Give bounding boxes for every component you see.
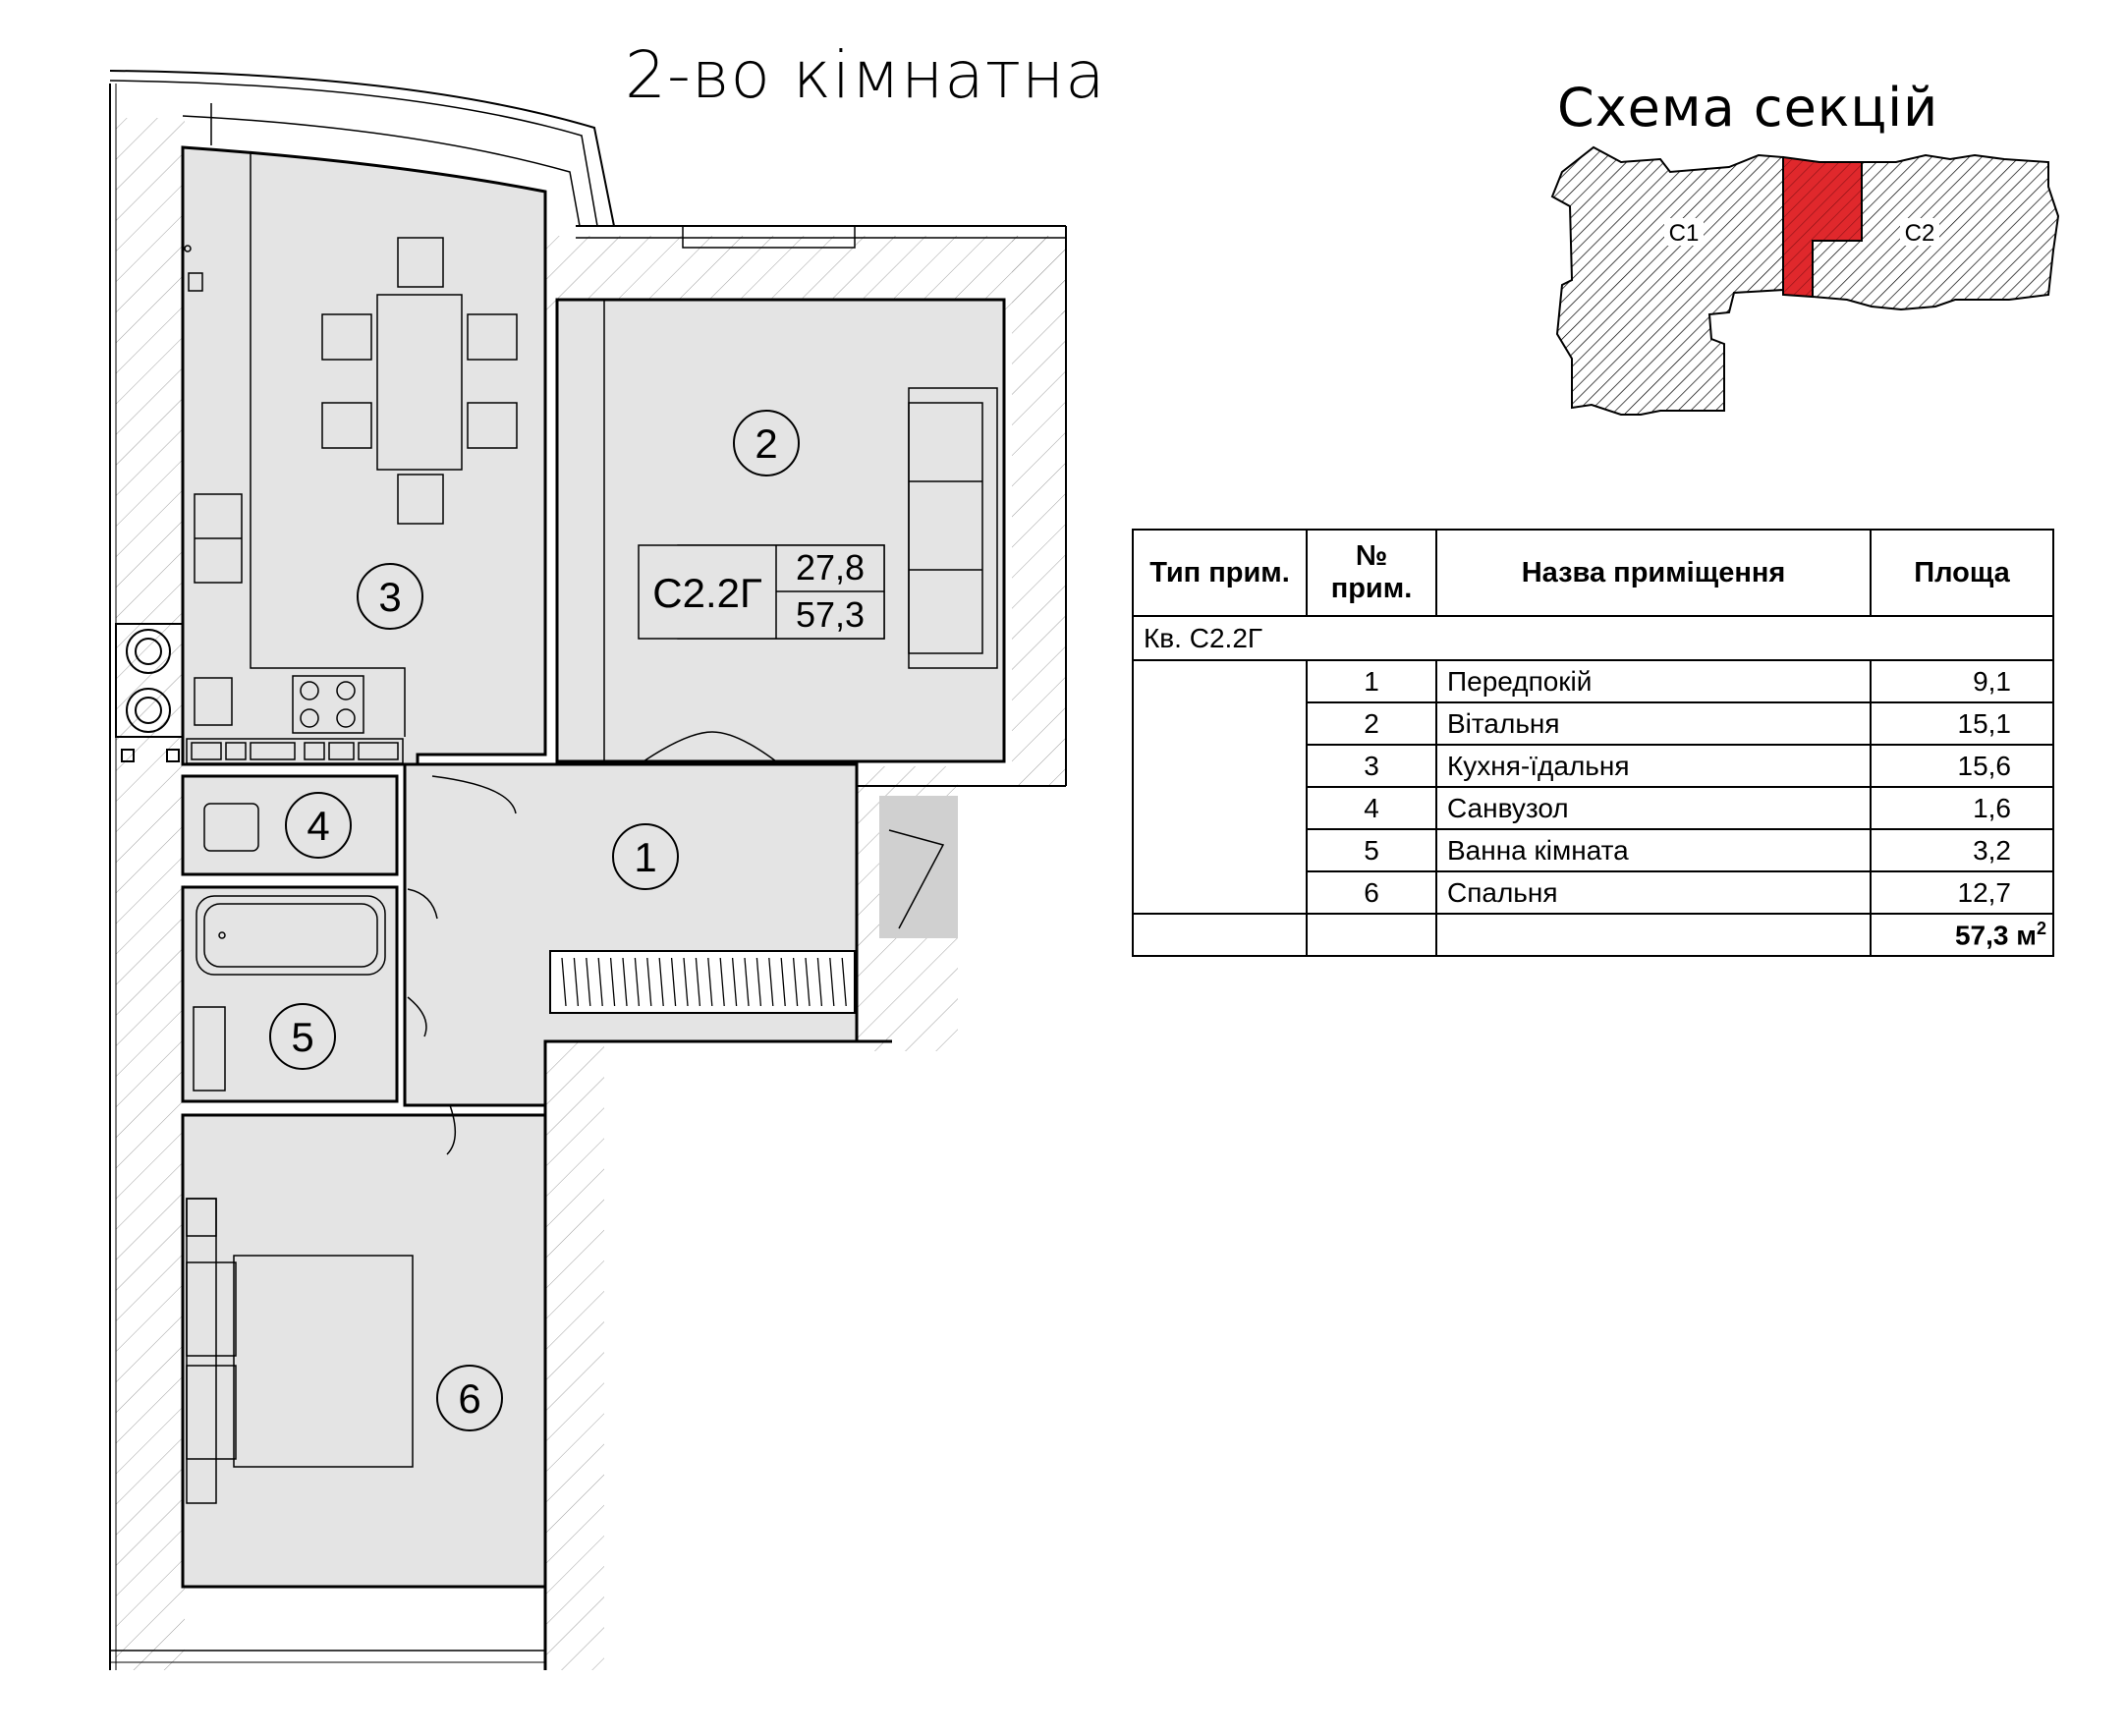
section-c1-label: С1 bbox=[1669, 220, 1700, 247]
room-wc bbox=[181, 774, 399, 876]
fixtures bbox=[186, 803, 414, 1504]
table-row: 6 Спальня 12,7 bbox=[1133, 870, 2054, 915]
table-row: 5 Ванна кімната 3,2 bbox=[1133, 828, 2054, 872]
apartment-label: С2.2Г 27,8 57,3 bbox=[638, 544, 885, 640]
room-bedroom bbox=[181, 1113, 547, 1589]
wardrobe-hanger bbox=[646, 957, 652, 1007]
header-area: Площа bbox=[1870, 529, 2054, 617]
wardrobe-hanger bbox=[670, 957, 677, 1007]
room-bathroom bbox=[181, 885, 399, 1103]
wardrobe-hanger bbox=[841, 957, 847, 1007]
wardrobe-hanger bbox=[805, 957, 811, 1007]
room-number-5: 5 bbox=[291, 1014, 313, 1060]
header-type: Тип прим. bbox=[1132, 529, 1308, 617]
page-title: 2-во кімнатна bbox=[625, 37, 1106, 113]
row-number: 4 bbox=[1306, 786, 1437, 830]
total-area: 57,3 м2 bbox=[1870, 913, 2054, 957]
kitchen-furniture bbox=[184, 152, 518, 764]
total-area-value: 57,3 bbox=[796, 594, 865, 635]
row-number: 5 bbox=[1306, 828, 1437, 872]
header-name: Назва приміщення bbox=[1435, 529, 1872, 617]
wardrobe-hanger bbox=[792, 957, 799, 1007]
wardrobe-hanger bbox=[561, 957, 567, 1007]
hallway-wardrobe bbox=[549, 950, 856, 1014]
section-scheme: С1 С2 bbox=[1550, 145, 2060, 416]
total-area-value-text: 57,3 м bbox=[1954, 920, 2037, 951]
room-kitchen bbox=[181, 145, 547, 766]
ventilation-shafts bbox=[115, 623, 184, 762]
row-area: 15,1 bbox=[1870, 701, 2054, 746]
wardrobe-hanger bbox=[609, 957, 616, 1007]
row-area: 12,7 bbox=[1870, 870, 2054, 915]
row-area: 3,2 bbox=[1870, 828, 2054, 872]
room-number-4: 4 bbox=[307, 803, 329, 849]
room-number-2: 2 bbox=[755, 420, 777, 467]
wardrobe-hanger bbox=[707, 957, 713, 1007]
table-apartment-row: Кв. С2.2Г bbox=[1132, 615, 2054, 661]
living-area-value: 27,8 bbox=[796, 547, 865, 588]
wardrobe-hanger bbox=[755, 957, 762, 1007]
table-row: 4 Санвузол 1,6 bbox=[1133, 786, 2054, 830]
row-name: Санвузол bbox=[1435, 786, 1872, 830]
outer-walls bbox=[109, 84, 1067, 1670]
room-hallway bbox=[403, 762, 859, 1107]
wardrobe-hanger bbox=[719, 957, 725, 1007]
wardrobe-hanger bbox=[658, 957, 664, 1007]
room-number-3: 3 bbox=[378, 574, 401, 620]
row-number: 2 bbox=[1306, 701, 1437, 746]
apartment-code: С2.2Г bbox=[652, 570, 761, 616]
room-number-6: 6 bbox=[458, 1375, 480, 1422]
wardrobe-hanger bbox=[829, 957, 835, 1007]
row-area: 1,6 bbox=[1870, 786, 2054, 830]
doors bbox=[407, 731, 958, 1155]
rooms-table: Тип прим. № прим. Назва приміщення Площа… bbox=[1132, 529, 2054, 957]
total-empty-3 bbox=[1435, 913, 1872, 957]
row-name: Передпокій bbox=[1435, 659, 1872, 703]
wardrobe-hanger bbox=[586, 957, 591, 1007]
table-row: 2 Вітальня 15,1 bbox=[1133, 701, 2054, 746]
row-number: 6 bbox=[1306, 870, 1437, 915]
wardrobe-hanger bbox=[816, 957, 823, 1007]
wardrobe-hanger bbox=[622, 957, 628, 1007]
row-number: 1 bbox=[1306, 659, 1437, 703]
section-scheme-title: Схема секцій bbox=[1557, 77, 1939, 139]
wardrobe-hanger bbox=[768, 957, 774, 1007]
row-name: Ванна кімната bbox=[1435, 828, 1872, 872]
total-empty-1 bbox=[1132, 913, 1308, 957]
table-total-row: 57,3 м2 bbox=[1132, 913, 2054, 957]
room-labels: 1 2 3 4 5 6 bbox=[269, 410, 800, 1431]
section-c2-label: С2 bbox=[1905, 220, 1935, 247]
room-number-1: 1 bbox=[634, 834, 656, 880]
wardrobe-hanger bbox=[731, 957, 738, 1007]
wardrobe-hanger bbox=[780, 957, 786, 1007]
row-area: 9,1 bbox=[1870, 659, 2054, 703]
room-living bbox=[555, 298, 1006, 763]
type-cell bbox=[1132, 659, 1308, 915]
apartment-cell: Кв. С2.2Г bbox=[1132, 615, 2054, 661]
row-area: 15,6 bbox=[1870, 744, 2054, 788]
section-c1-shape bbox=[1550, 145, 1784, 416]
table-row: 1 Передпокій 9,1 bbox=[1132, 659, 2054, 915]
total-area-unit-exponent: 2 bbox=[2036, 918, 2046, 938]
row-name: Вітальня bbox=[1435, 701, 1872, 746]
rooms bbox=[181, 145, 1006, 1589]
wardrobe-hanger bbox=[597, 957, 603, 1007]
wardrobe-hanger bbox=[744, 957, 750, 1007]
wardrobe-hanger bbox=[573, 957, 580, 1007]
table-header-row: Тип прим. № прим. Назва приміщення Площа bbox=[1132, 529, 2054, 617]
row-name: Спальня bbox=[1435, 870, 1872, 915]
wardrobe-hanger bbox=[695, 957, 701, 1007]
total-empty-2 bbox=[1306, 913, 1437, 957]
wardrobe-hanger bbox=[683, 957, 689, 1007]
table-row: 3 Кухня-їдальня 15,6 bbox=[1133, 744, 2054, 788]
wardrobe-hanger bbox=[634, 957, 641, 1007]
header-number: № прим. bbox=[1306, 529, 1437, 617]
row-name: Кухня-їдальня bbox=[1435, 744, 1872, 788]
row-number: 3 bbox=[1306, 744, 1437, 788]
